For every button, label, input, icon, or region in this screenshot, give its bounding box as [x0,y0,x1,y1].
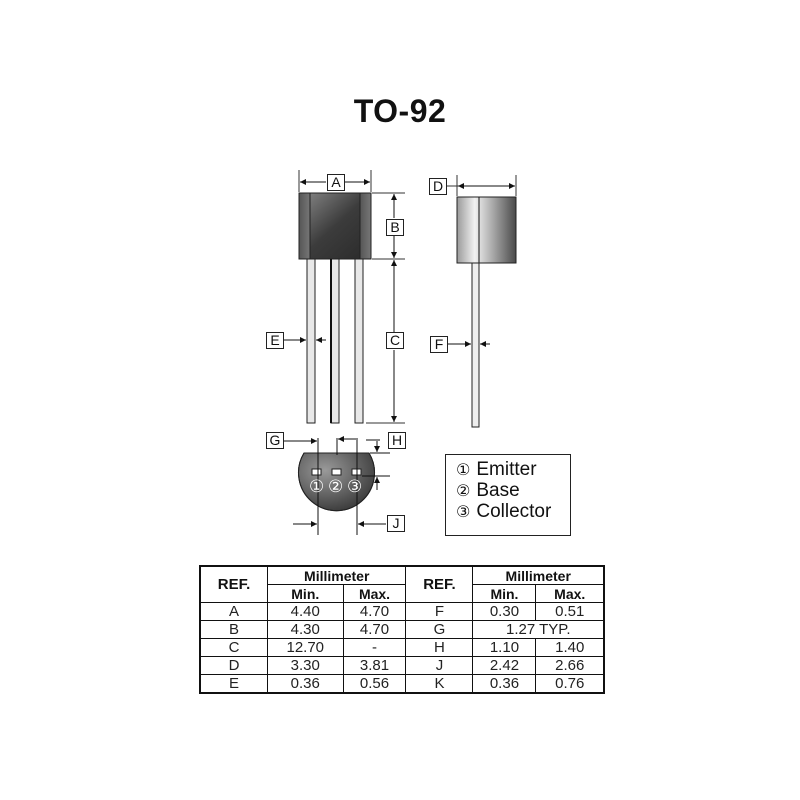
table-header-row: REF. Millimeter REF. Millimeter [199,565,605,603]
dim-label-a: A [327,174,345,191]
dim-label-c: C [386,332,404,349]
dim-label-b: B [386,219,404,236]
package-title: TO-92 [353,93,447,129]
header-millimeter-right: Millimeter [472,565,605,585]
dim-label-e: E [266,332,284,349]
dim-label-d: D [429,178,447,195]
pin-3-label: ③ [347,477,363,497]
side-view [445,175,517,428]
header-min-right: Min. [472,584,537,603]
pin-1-label: ① [309,477,325,497]
header-ref-left: REF. [199,565,268,603]
dim-label-h: H [388,432,406,449]
pin-2-label: ② [328,477,344,497]
dimension-table: REF. Millimeter REF. Millimeter Min. Max… [199,565,605,694]
bottom-view [284,436,390,535]
header-ref-right: REF. [405,565,474,603]
front-view [283,170,405,424]
header-max-left: Max. [342,584,407,603]
header-min-left: Min. [267,584,344,603]
dim-label-j: J [387,515,405,532]
header-millimeter-left: Millimeter [266,565,407,585]
dim-label-f: F [430,336,448,353]
header-max-right: Max. [535,584,605,603]
dim-label-g: G [266,432,284,449]
